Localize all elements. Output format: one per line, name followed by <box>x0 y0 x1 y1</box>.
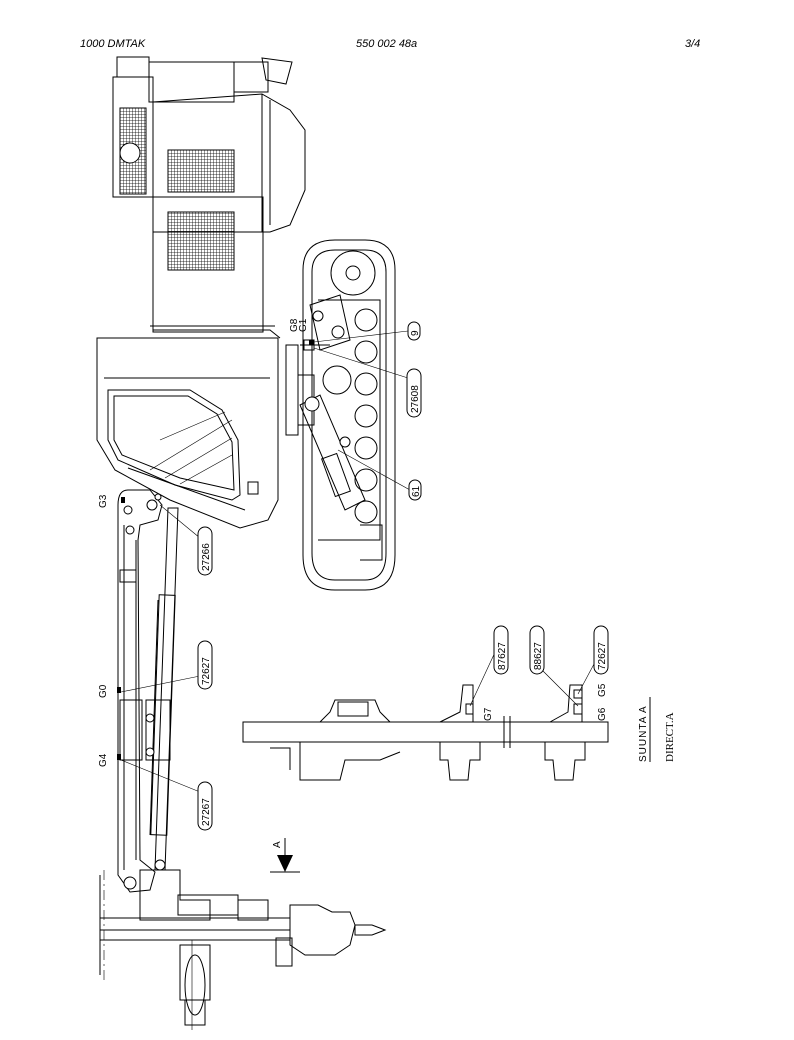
grease-label-g3: G3 <box>98 494 109 508</box>
view-title-direct: DIRECT.A <box>664 712 676 762</box>
grease-label-g8: G8 <box>289 318 300 332</box>
view-title-suunta: SUUNTA A <box>638 705 649 762</box>
engine-housing <box>112 56 306 339</box>
grease-label-g5: G5 <box>597 683 608 697</box>
callout-72627-boom: 72627 <box>201 657 212 685</box>
header-document-number: 550 002 48a <box>356 38 418 50</box>
callout-27266: 27266 <box>201 543 212 571</box>
callout-61: 61 <box>411 485 422 497</box>
crawler-track <box>299 239 396 591</box>
grease-label-g4: G4 <box>98 753 109 767</box>
grease-label-g1: G1 <box>298 318 309 332</box>
callout-88627: 88627 <box>533 642 544 670</box>
grease-label-g7: G7 <box>483 707 494 721</box>
grease-label-g6: G6 <box>597 707 608 721</box>
callout-27267: 27267 <box>201 798 212 826</box>
callout-27608: 27608 <box>410 385 421 413</box>
header-page-number: 3/4 <box>685 38 701 50</box>
callout-leaders <box>120 330 595 793</box>
view-marker-a: A <box>272 841 283 848</box>
operator-cabin <box>96 337 279 529</box>
grease-point-markers <box>117 340 314 760</box>
turntable <box>285 344 330 436</box>
callout-87627: 87627 <box>497 642 508 670</box>
header-model: 1000 DMTAK <box>80 38 146 50</box>
feed-mount <box>99 869 387 1030</box>
track-rollers <box>354 308 378 524</box>
callout-72627-detail: 72627 <box>597 642 608 670</box>
boom-cylinder <box>145 507 179 871</box>
grease-label-g0: G0 <box>98 684 109 698</box>
callout-9: 9 <box>410 330 421 336</box>
callout-circles <box>197 321 609 831</box>
boom-arm <box>117 489 163 893</box>
detail-view-a <box>242 684 609 781</box>
view-direction-arrow <box>270 838 300 873</box>
